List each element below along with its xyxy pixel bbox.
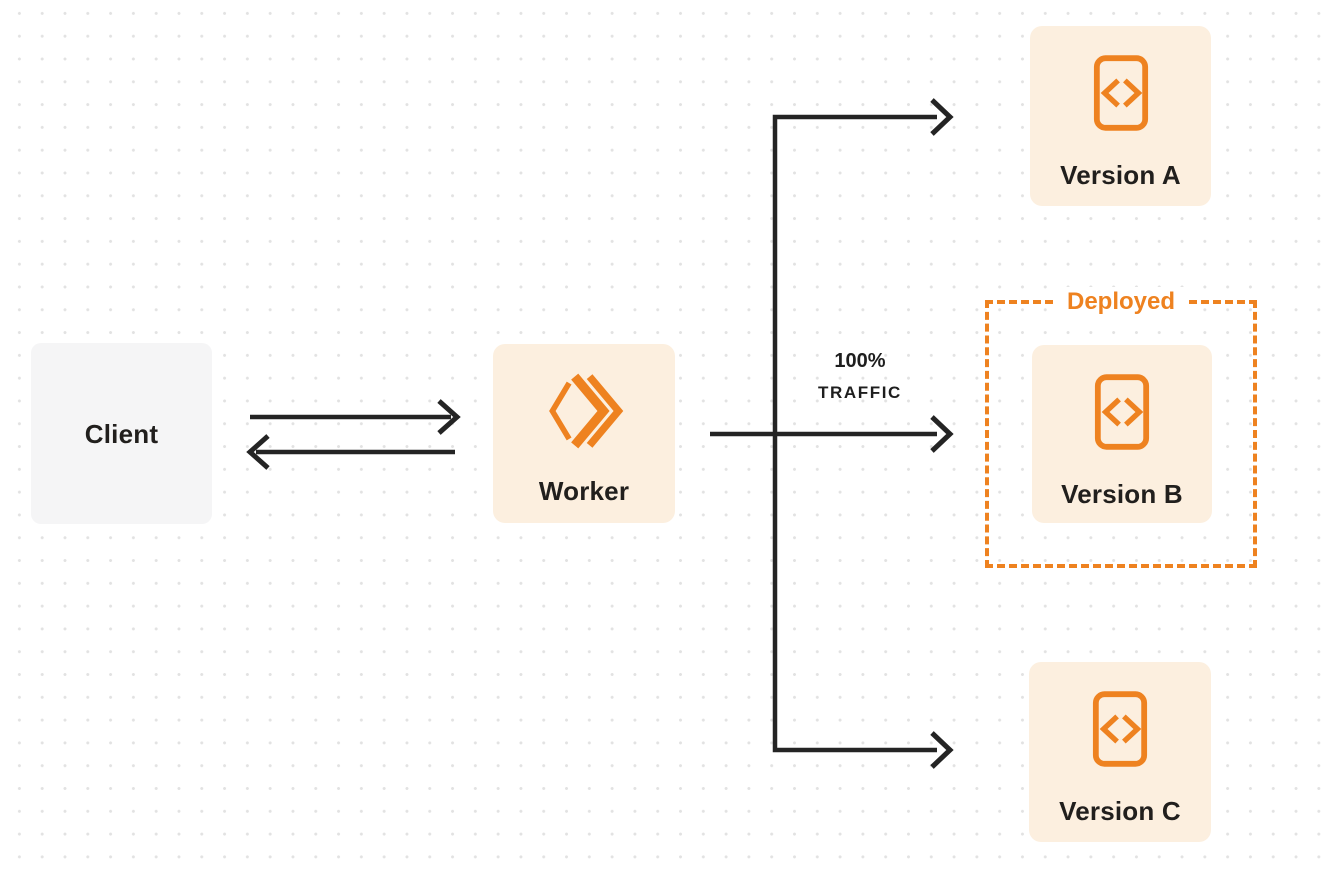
branch-line <box>772 114 937 753</box>
arrowhead-left-icon <box>246 434 270 470</box>
worker-label: Worker <box>538 476 630 506</box>
traffic-label: 100% TRAFFIC <box>775 350 945 403</box>
arrowhead-right-icon <box>930 415 954 453</box>
worker-node: Worker <box>493 344 675 523</box>
arrowhead-right-icon <box>437 399 461 435</box>
client-label: Client <box>84 418 159 449</box>
code-file-icon <box>1093 55 1148 131</box>
version-b-node: Version B <box>1032 345 1212 523</box>
arrowhead-right-icon <box>930 98 954 136</box>
deployed-label: Deployed <box>1054 287 1188 317</box>
deployed-group: Deployed <box>985 287 1257 568</box>
traffic-percent: 100% <box>834 350 886 372</box>
version-a-node: Version A <box>1030 26 1211 206</box>
traffic-caption: TRAFFIC <box>818 383 902 402</box>
code-file-icon <box>1092 691 1148 767</box>
version-c-label: Version C <box>1059 796 1181 826</box>
version-c-node: Version C <box>1029 662 1211 842</box>
code-file-icon <box>1094 374 1150 450</box>
version-b-label: Version B <box>1061 479 1183 509</box>
client-node: Client <box>31 343 212 524</box>
workers-logo-icon <box>549 373 624 449</box>
arrowhead-right-icon <box>930 731 954 769</box>
version-a-label: Version A <box>1060 160 1181 190</box>
